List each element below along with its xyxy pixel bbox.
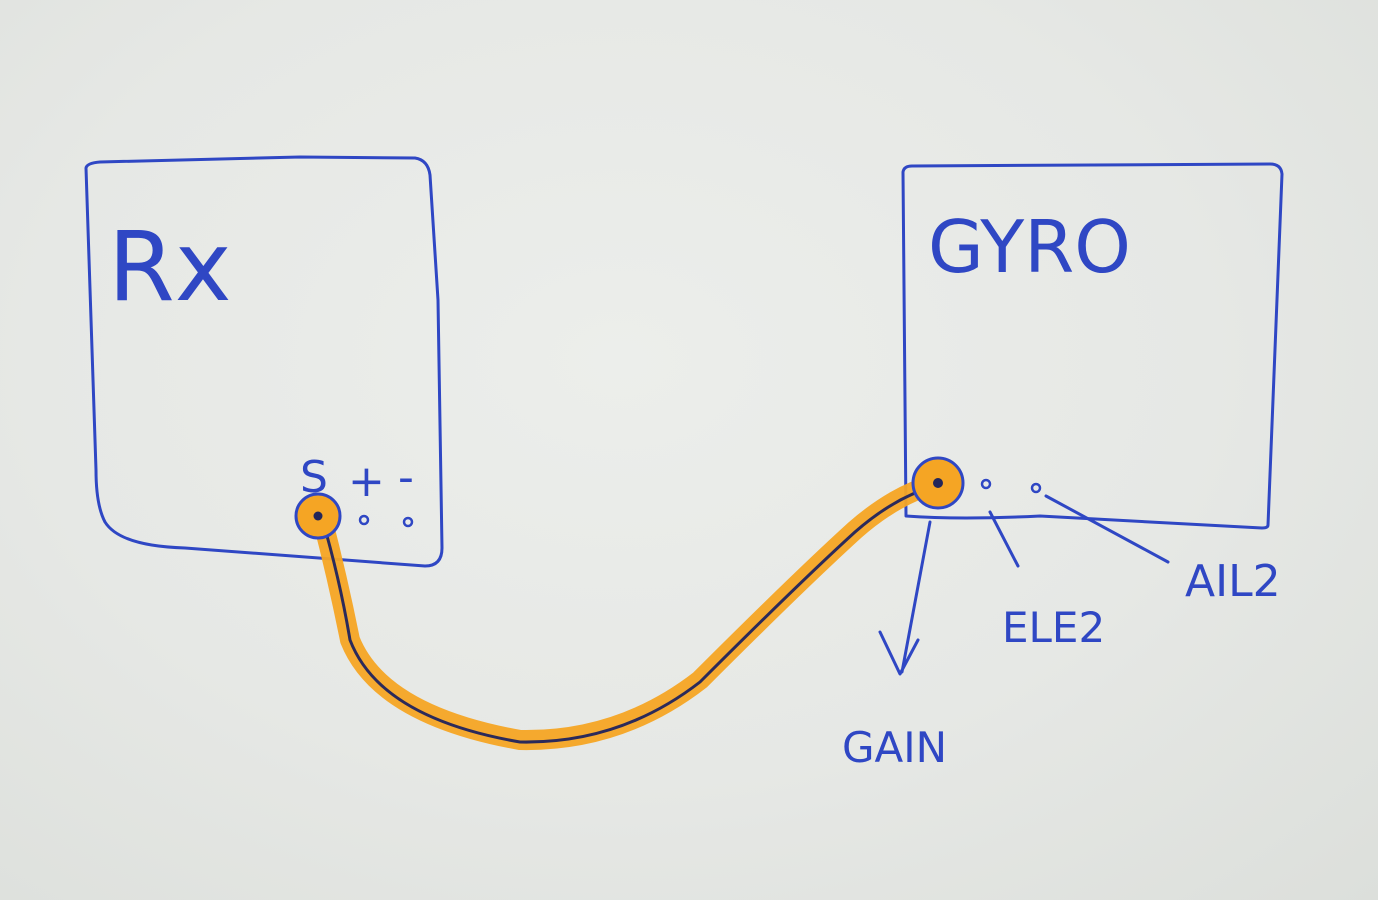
gyro-box-outline <box>901 162 1284 530</box>
ele2-label: ELE2 <box>1002 603 1105 652</box>
rx-pins: S + - <box>294 452 414 540</box>
rx-box-outline <box>84 155 444 568</box>
rx-plus-pin <box>358 514 370 526</box>
rx-signal-pin-dot <box>313 511 323 521</box>
servo-cable <box>312 474 945 751</box>
rx-pin-label-minus: - <box>398 452 414 503</box>
gyro-pins <box>911 456 1042 510</box>
rx-pin-label-plus: + <box>348 456 385 507</box>
gyro-callouts: GAIN ELE2 AIL2 <box>842 494 1281 772</box>
rx-box: Rx <box>84 155 444 568</box>
ail2-label: AIL2 <box>1185 556 1281 607</box>
rx-minus-pin <box>402 516 414 528</box>
gyro-box-title: GYRO <box>928 205 1131 289</box>
rx-box-title: Rx <box>108 211 232 323</box>
gyro-gain-pin-dot <box>933 478 943 488</box>
gyro-ele2-pin <box>980 478 992 490</box>
ail2-leader-line <box>1044 494 1170 564</box>
cable-highlight <box>312 474 945 751</box>
gyro-box: GYRO <box>901 162 1284 530</box>
ele2-leader-line <box>988 510 1020 568</box>
cable-line <box>320 484 937 744</box>
gain-arrow <box>878 520 932 676</box>
gyro-ail2-pin <box>1030 482 1042 494</box>
gain-label: GAIN <box>842 723 947 772</box>
